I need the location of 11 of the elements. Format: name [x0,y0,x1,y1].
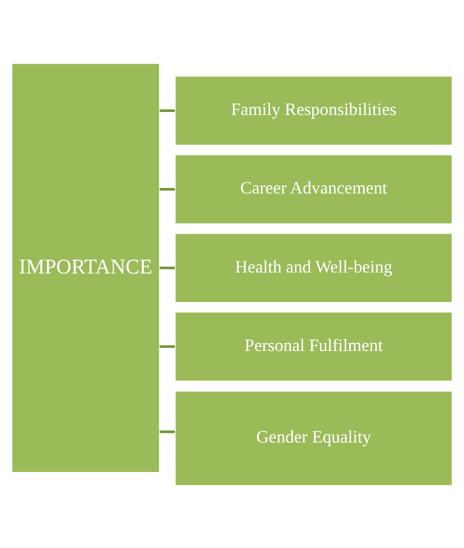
connector [160,430,175,433]
connector [160,344,175,348]
node-box: Family Responsibilities [174,75,453,146]
node-box: Health and Well-being [174,232,453,302]
node-box: Personal Fulfilment [174,311,453,382]
node-box: IMPORTANCE [11,62,160,472]
connector [160,108,175,112]
connector [160,266,175,269]
node-box: Gender Equality [174,390,453,486]
connector [160,188,175,190]
node-box: Career Advancement [174,154,453,224]
